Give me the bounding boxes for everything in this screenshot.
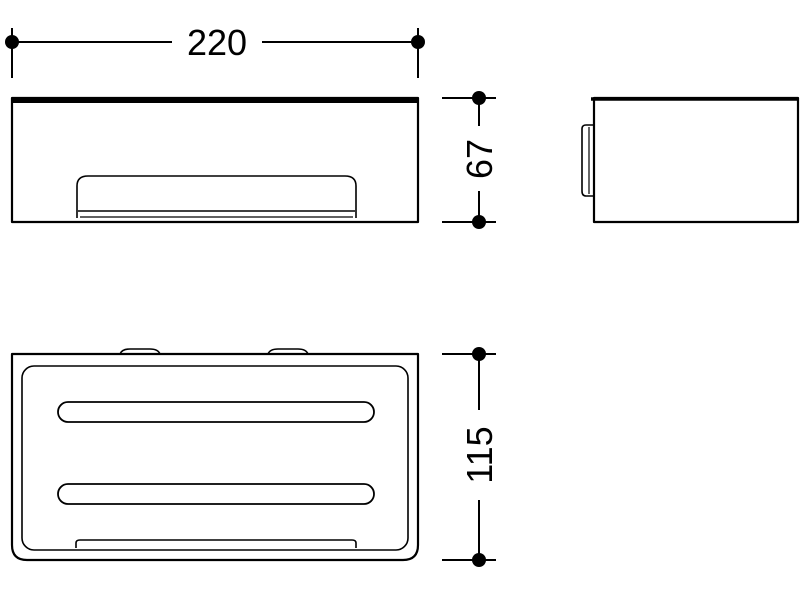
- top-view-drain-slot-lower: [57, 483, 375, 505]
- width-dimension: [5, 28, 425, 78]
- front-view-body: [10, 96, 420, 224]
- depth-dimension-label: 115: [459, 426, 500, 483]
- height-dimension-label: 67: [459, 139, 500, 179]
- side-view-opening: [581, 124, 594, 197]
- side-view: [581, 96, 800, 224]
- top-view-front-lip: [75, 539, 357, 548]
- top-view-outer-shell: [10, 352, 420, 562]
- side-view-body: [592, 96, 800, 224]
- top-view-drain-slot-upper: [57, 401, 375, 423]
- height-terminator-top: [472, 91, 486, 105]
- height-terminator-bottom: [472, 215, 486, 229]
- depth-dimension: [442, 347, 496, 567]
- width-terminator-right: [411, 35, 425, 49]
- front-view: [10, 96, 420, 224]
- top-view-inner-rim: [21, 365, 409, 551]
- width-terminator-left: [5, 35, 19, 49]
- depth-terminator-bottom: [472, 553, 486, 567]
- depth-terminator-top: [472, 347, 486, 361]
- height-dimension: [442, 91, 496, 229]
- top-view-mount-tab-right: [267, 348, 309, 355]
- top-view: [10, 348, 420, 562]
- width-dimension-label: 220: [187, 22, 247, 63]
- top-view-mount-tab-left: [119, 348, 161, 355]
- front-view-opening: [76, 175, 357, 218]
